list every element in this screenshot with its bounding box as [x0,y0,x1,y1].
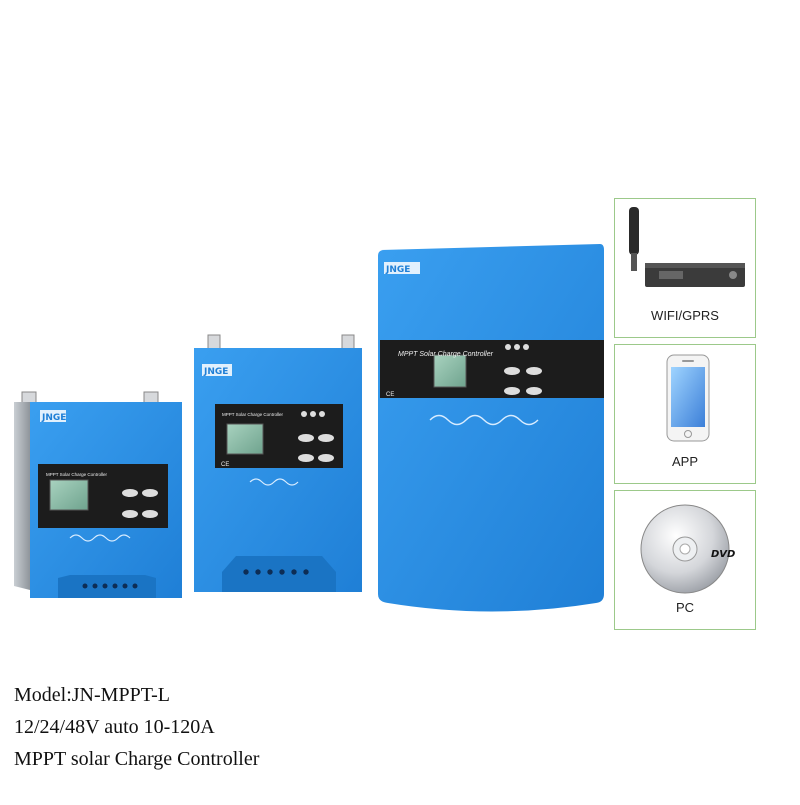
brand-logo-medium: JNGE [203,367,228,377]
small-controller: JNGE MPPT Solar Charge Controller [14,391,182,598]
large-controller: JNGE MPPT Solar Charge Controller CE [378,244,604,612]
svg-text:DVD: DVD [711,549,735,560]
accessory-label-app: APP [671,454,698,469]
wifi-gprs-module-icon [629,207,745,287]
accessory-label-wifi-gprs: WIFI/GPRS [651,308,719,323]
accessory-card-app: APP [614,344,756,484]
caption-product: MPPT solar Charge Controller [14,748,260,770]
accessory-label-pc: PC [675,600,695,615]
brand-logo-small: JNGE [41,413,66,423]
panel-title-large: MPPT Solar Charge Controller [398,351,494,358]
accessory-card-wifi-gprs: WIFI/GPRS [614,198,756,338]
ce-mark-medium: CE [221,462,229,468]
medium-controller: JNGE MPPT Solar Charge Controller CE [194,334,362,592]
ce-mark-large: CE [386,392,394,398]
caption-model: Model:JN-MPPT-L [14,684,170,706]
accessory-card-pc: DVD PC [614,490,756,630]
panel-title-small: MPPT Solar Charge Controller [46,472,107,477]
brand-logo-large: JNGE [385,265,410,275]
panel-title-medium: MPPT Solar Charge Controller [222,412,283,417]
caption-specs: 12/24/48V auto 10-120A [14,716,215,738]
dvd-disc-icon: DVD [640,504,735,594]
smartphone-icon [666,354,710,442]
